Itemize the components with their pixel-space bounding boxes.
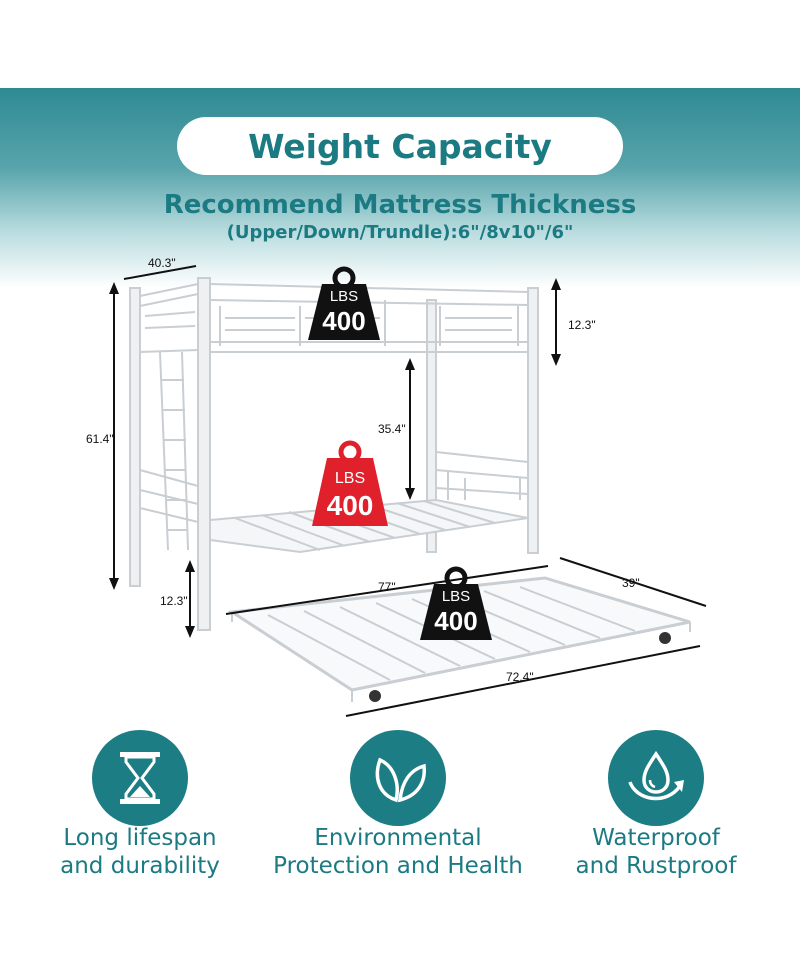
caster-wheel bbox=[369, 690, 381, 702]
dimension-floor-clearance: 12.3" bbox=[160, 594, 188, 608]
arrowheads bbox=[109, 278, 561, 638]
feature-line2: and Rustproof bbox=[575, 853, 737, 879]
weight-unit-upper: LBS bbox=[329, 288, 359, 305]
feature-line1: Long lifespan bbox=[63, 825, 217, 851]
page-title: Weight Capacity bbox=[177, 117, 623, 175]
weight-value-lower: 400 bbox=[326, 490, 374, 521]
weight-unit-trundle: LBS bbox=[441, 588, 471, 605]
dimension-trundle-length: 77" bbox=[378, 580, 396, 594]
feature-label-environmental: Environmental Protection and Health bbox=[248, 824, 548, 880]
weight-badge-trundle bbox=[420, 566, 492, 640]
weight-value-upper: 400 bbox=[322, 306, 366, 336]
weight-badge-lower bbox=[312, 440, 388, 526]
feature-line2: Protection and Health bbox=[273, 853, 523, 879]
dimension-arrows bbox=[113, 265, 707, 717]
feature-label-lifespan: Long lifespan and durability bbox=[0, 824, 290, 880]
dimension-trundle-width: 39" bbox=[622, 576, 640, 590]
dimension-bunk-clearance: 35.4" bbox=[378, 422, 406, 436]
weight-badge-upper bbox=[308, 266, 380, 340]
feature-icon-circle bbox=[350, 730, 446, 826]
weight-unit-lower: LBS bbox=[334, 470, 366, 487]
feature-label-waterproof: Waterproof and Rustproof bbox=[506, 824, 800, 880]
feature-line1: Environmental bbox=[314, 825, 482, 851]
weight-value-trundle: 400 bbox=[434, 606, 478, 636]
water-drop-icon bbox=[628, 750, 684, 801]
mattress-thickness-heading: Recommend Mattress Thickness bbox=[163, 190, 637, 220]
dimension-guardrail-height: 12.3" bbox=[568, 318, 596, 332]
leaves-icon bbox=[375, 757, 426, 803]
caster-wheel bbox=[659, 632, 671, 644]
hourglass-icon bbox=[120, 752, 160, 804]
feature-line1: Waterproof bbox=[592, 825, 720, 851]
dimension-top-width: 40.3" bbox=[148, 256, 176, 270]
feature-icon-circle bbox=[92, 730, 188, 826]
dimension-total-height: 61.4" bbox=[86, 432, 114, 446]
mattress-thickness-detail: (Upper/Down/Trundle):6"/8v10"/6" bbox=[226, 222, 574, 243]
dimension-trundle-inner-length: 72.4" bbox=[506, 670, 534, 684]
feature-icon-circle bbox=[608, 730, 704, 826]
feature-line2: and durability bbox=[60, 853, 220, 879]
bunk-bed-diagram bbox=[109, 265, 707, 717]
